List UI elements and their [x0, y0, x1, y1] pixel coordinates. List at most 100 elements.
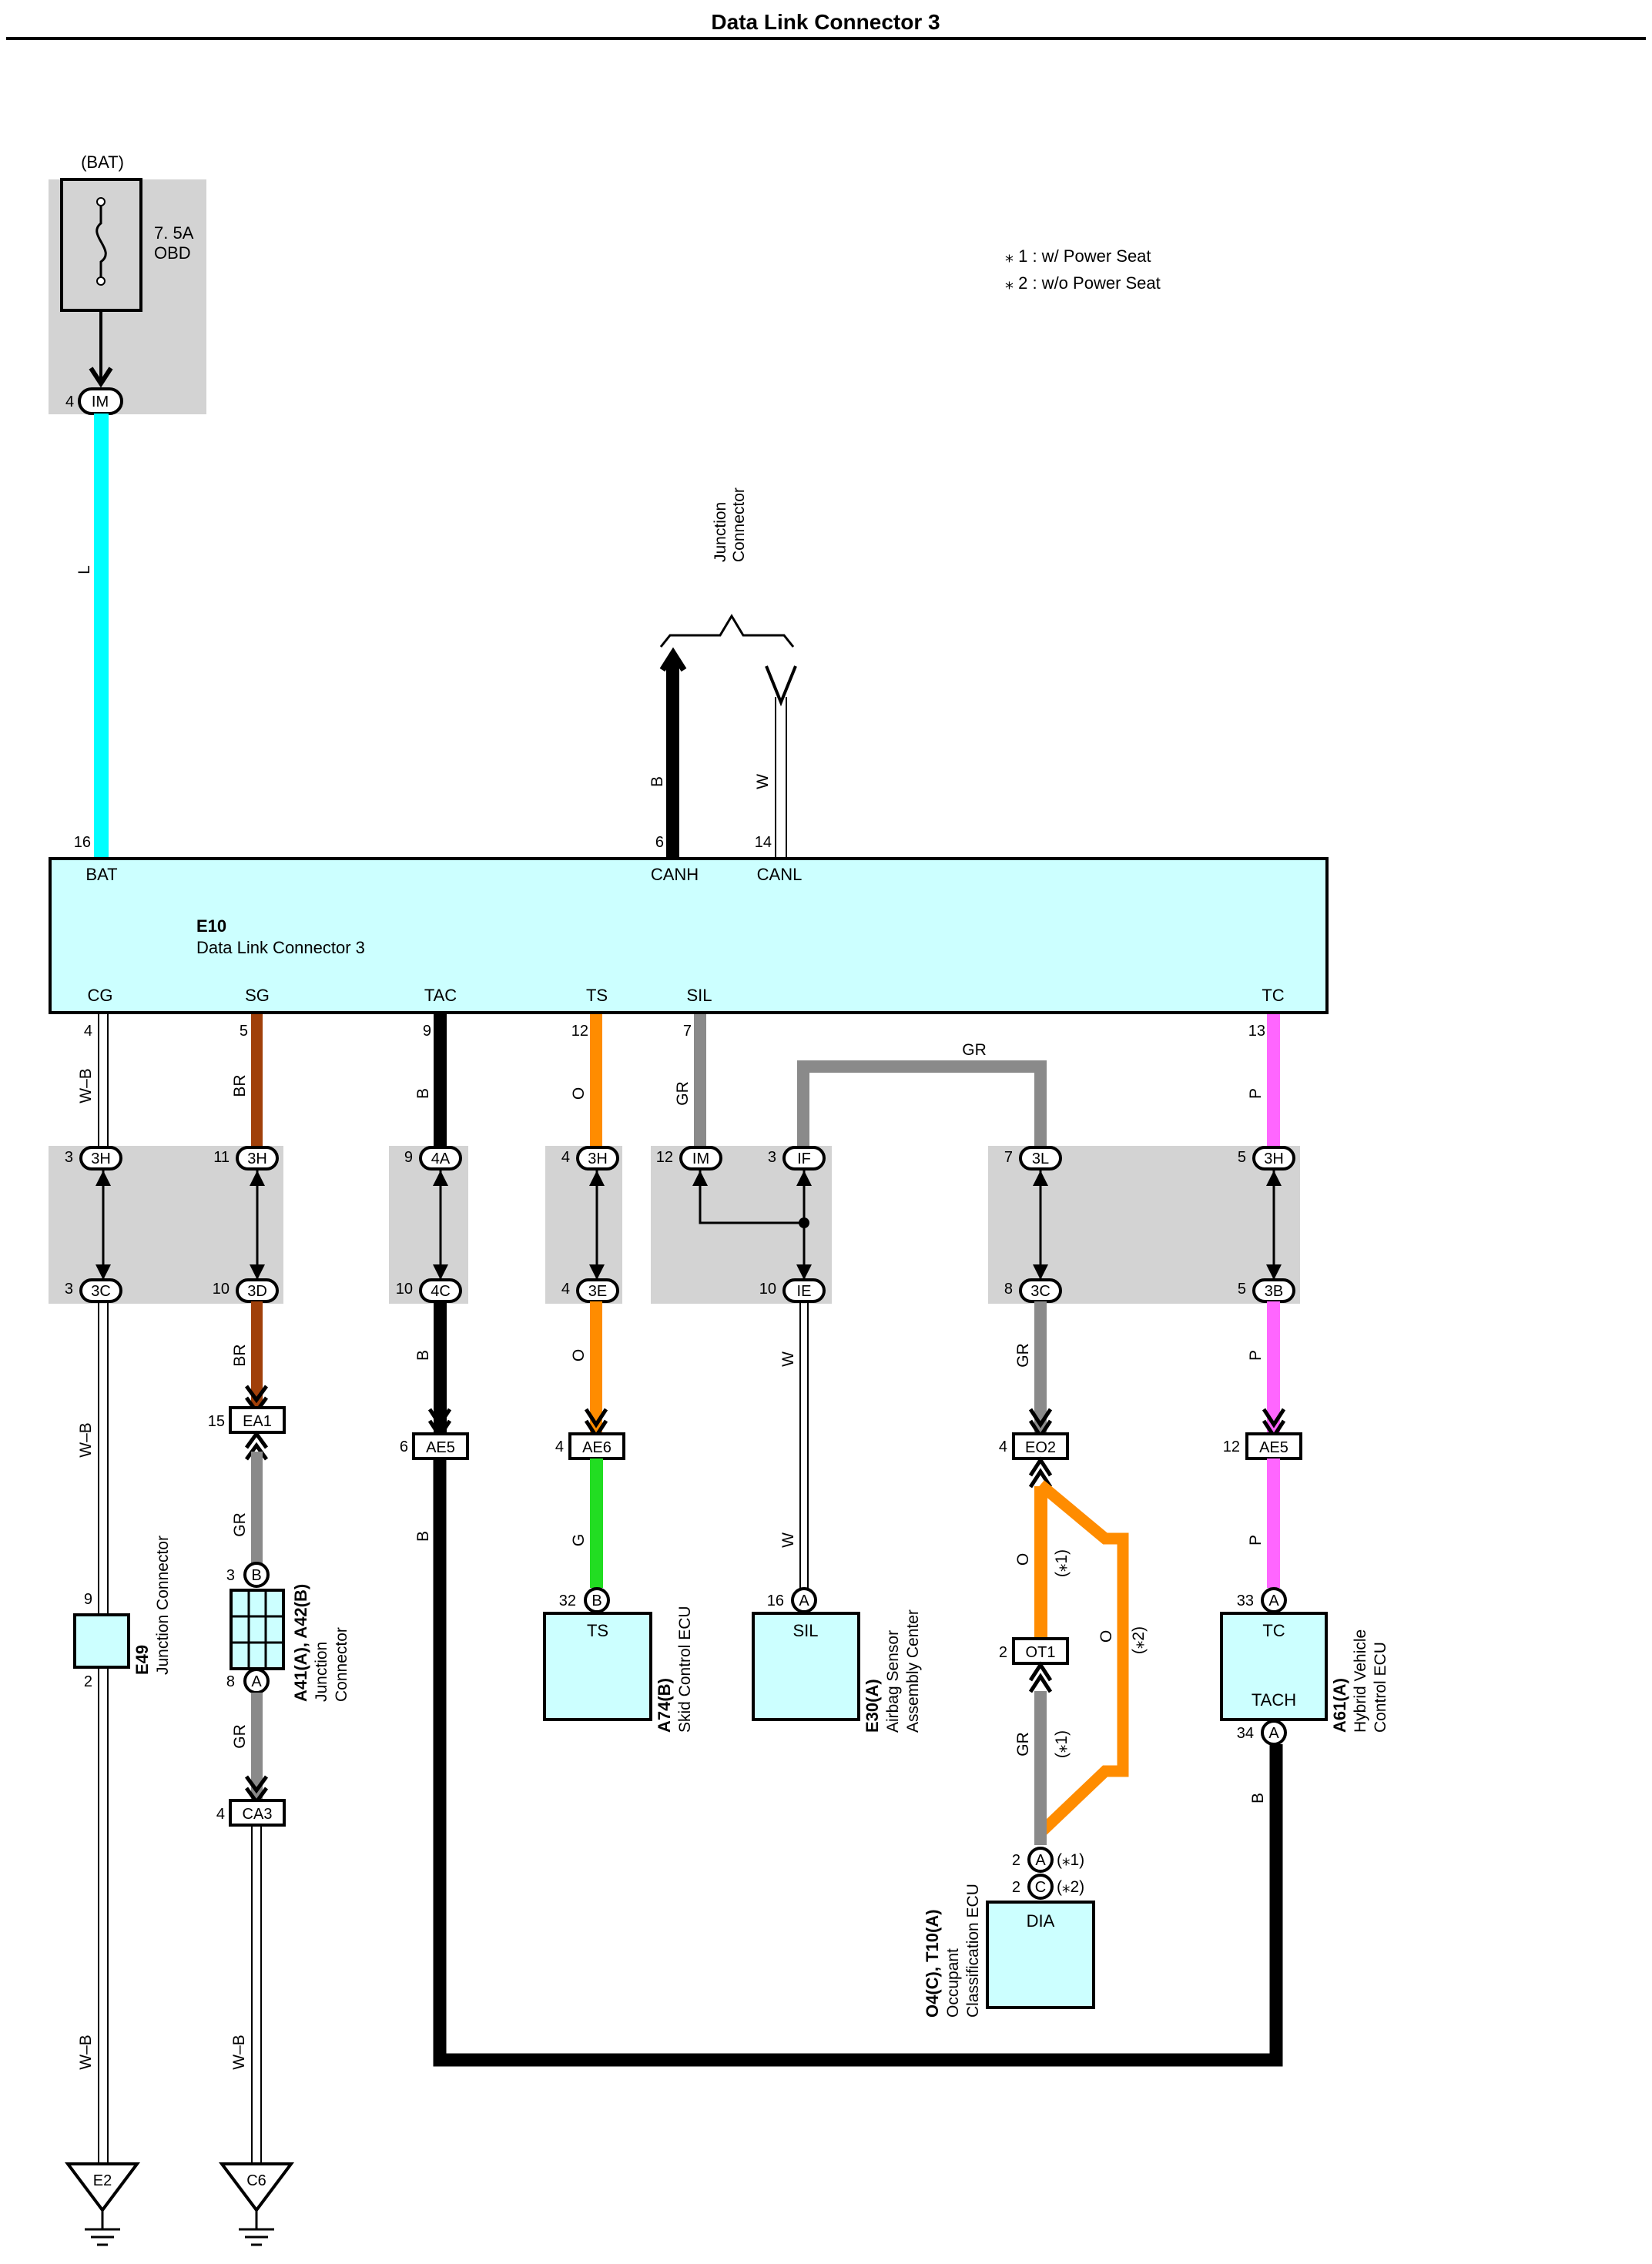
svg-text:3H: 3H [91, 1150, 111, 1167]
svg-text:IM: IM [692, 1150, 709, 1167]
dlc-ref: E10 [196, 916, 226, 936]
svg-text:EO2: EO2 [1025, 1439, 1056, 1456]
svg-text:4: 4 [999, 1438, 1007, 1455]
junction-top-label-1: Junction [712, 502, 729, 562]
fuse-conn-pin: 4 [65, 394, 74, 410]
svg-text:C: C [1035, 1879, 1046, 1896]
svg-text:3C: 3C [1030, 1283, 1051, 1300]
diagram-title: Data Link Connector 3 [711, 10, 940, 34]
svg-text:3D: 3D [247, 1283, 267, 1300]
svg-text:15: 15 [208, 1413, 225, 1430]
jb-conn-3c-a [79, 1278, 122, 1303]
wire-l-bat [94, 414, 109, 859]
svg-text:10: 10 [213, 1281, 230, 1298]
svg-text:3B: 3B [1265, 1283, 1283, 1300]
svg-text:12: 12 [1223, 1438, 1240, 1455]
svg-text:9: 9 [423, 1023, 431, 1040]
svg-text:B: B [414, 1088, 432, 1099]
svg-text:AE5: AE5 [1259, 1439, 1288, 1456]
e30-airbag-sensor [752, 1612, 860, 1721]
svg-text:5: 5 [240, 1023, 248, 1040]
junction-top-bracket [659, 614, 795, 648]
svg-text:IF: IF [797, 1150, 811, 1167]
junction-top-label-2: Connector [730, 487, 748, 562]
jb-group-1 [49, 1146, 283, 1304]
jb-conn-3h-a [79, 1146, 122, 1171]
svg-text:W: W [779, 1351, 797, 1367]
svg-text:B: B [1249, 1793, 1267, 1803]
svg-text:(⁎1): (⁎1) [1057, 1851, 1084, 1869]
a61-name-1: Hybrid Vehicle [1352, 1629, 1369, 1733]
svg-text:(⁎1): (⁎1) [1053, 1549, 1071, 1577]
svg-text:14: 14 [755, 834, 772, 851]
svg-text:13: 13 [1248, 1023, 1265, 1040]
svg-text:33: 33 [1237, 1593, 1254, 1609]
svg-text:P: P [1247, 1350, 1265, 1361]
wire-o-alt [1036, 1480, 1129, 1837]
svg-text:TC: TC [1262, 986, 1284, 1005]
e49-connector [73, 1613, 130, 1669]
svg-text:34: 34 [1237, 1725, 1254, 1742]
svg-text:3C: 3C [91, 1283, 111, 1300]
note-1: ⁎ 1 : w/ Power Seat [1005, 246, 1151, 266]
svg-text:3: 3 [226, 1567, 235, 1584]
svg-text:4: 4 [84, 1023, 92, 1040]
svg-text:10: 10 [396, 1281, 413, 1298]
a61-ref: A61(A) [1330, 1678, 1349, 1733]
e49-name: Junction Connector [154, 1536, 172, 1675]
svg-text:AE6: AE6 [582, 1439, 612, 1456]
a74-ref: A74(B) [655, 1678, 674, 1733]
svg-text:GR: GR [674, 1081, 692, 1106]
a61-name-2: Control ECU [1372, 1642, 1389, 1733]
o4-name-1: Occupant [944, 1948, 962, 2018]
svg-text:A: A [1268, 1725, 1279, 1742]
svg-text:12: 12 [571, 1023, 588, 1040]
svg-text:O: O [1014, 1553, 1032, 1566]
jb-group-2 [389, 1146, 468, 1304]
svg-text:A: A [251, 1673, 262, 1690]
o4-occupant-classification-ecu [986, 1901, 1095, 2009]
svg-text:SIL: SIL [686, 986, 712, 1005]
svg-text:GR: GR [231, 1512, 249, 1537]
svg-text:TACH: TACH [1252, 1690, 1296, 1710]
svg-text:TS: TS [586, 986, 608, 1005]
svg-text:AE5: AE5 [426, 1439, 455, 1456]
svg-text:6: 6 [400, 1438, 408, 1455]
svg-text:IE: IE [797, 1283, 812, 1300]
svg-text:2: 2 [1012, 1879, 1020, 1896]
dlc-box [49, 857, 1329, 1014]
svg-text:3: 3 [65, 1281, 73, 1298]
fuse-source: (BAT) [81, 152, 124, 172]
svg-text:11: 11 [213, 1149, 230, 1166]
svg-text:3L: 3L [1032, 1150, 1049, 1167]
svg-text:IM: IM [92, 394, 109, 410]
o4-name-2: Classification ECU [964, 1884, 982, 2018]
svg-text:16: 16 [767, 1593, 784, 1609]
o4-ref: O4(C), T10(A) [923, 1909, 942, 2018]
svg-text:CA3: CA3 [243, 1806, 273, 1823]
svg-text:CG: CG [88, 986, 113, 1005]
inline-ea1 [229, 1406, 286, 1434]
svg-text:32: 32 [559, 1593, 576, 1609]
jb-conn-ie [782, 1278, 826, 1303]
svg-text:B: B [414, 1531, 432, 1542]
svg-text:OT1: OT1 [1026, 1644, 1056, 1661]
svg-text:2: 2 [84, 1673, 92, 1690]
svg-text:3: 3 [65, 1149, 73, 1166]
ground-e2 [65, 2162, 140, 2213]
svg-text:CANL: CANL [757, 865, 803, 884]
svg-text:4: 4 [561, 1149, 570, 1166]
svg-text:4: 4 [555, 1438, 564, 1455]
svg-text:4C: 4C [431, 1283, 451, 1300]
svg-text:A: A [799, 1593, 809, 1609]
inline-ca3 [229, 1799, 286, 1827]
svg-text:5: 5 [1238, 1149, 1246, 1166]
svg-text:DIA: DIA [1027, 1911, 1055, 1931]
svg-text:W–B: W–B [230, 2035, 248, 2070]
svg-text:P: P [1247, 1088, 1265, 1099]
svg-text:A: A [1268, 1593, 1279, 1609]
svg-text:9: 9 [404, 1149, 413, 1166]
svg-text:10: 10 [759, 1281, 776, 1298]
svg-text:B: B [648, 776, 666, 787]
